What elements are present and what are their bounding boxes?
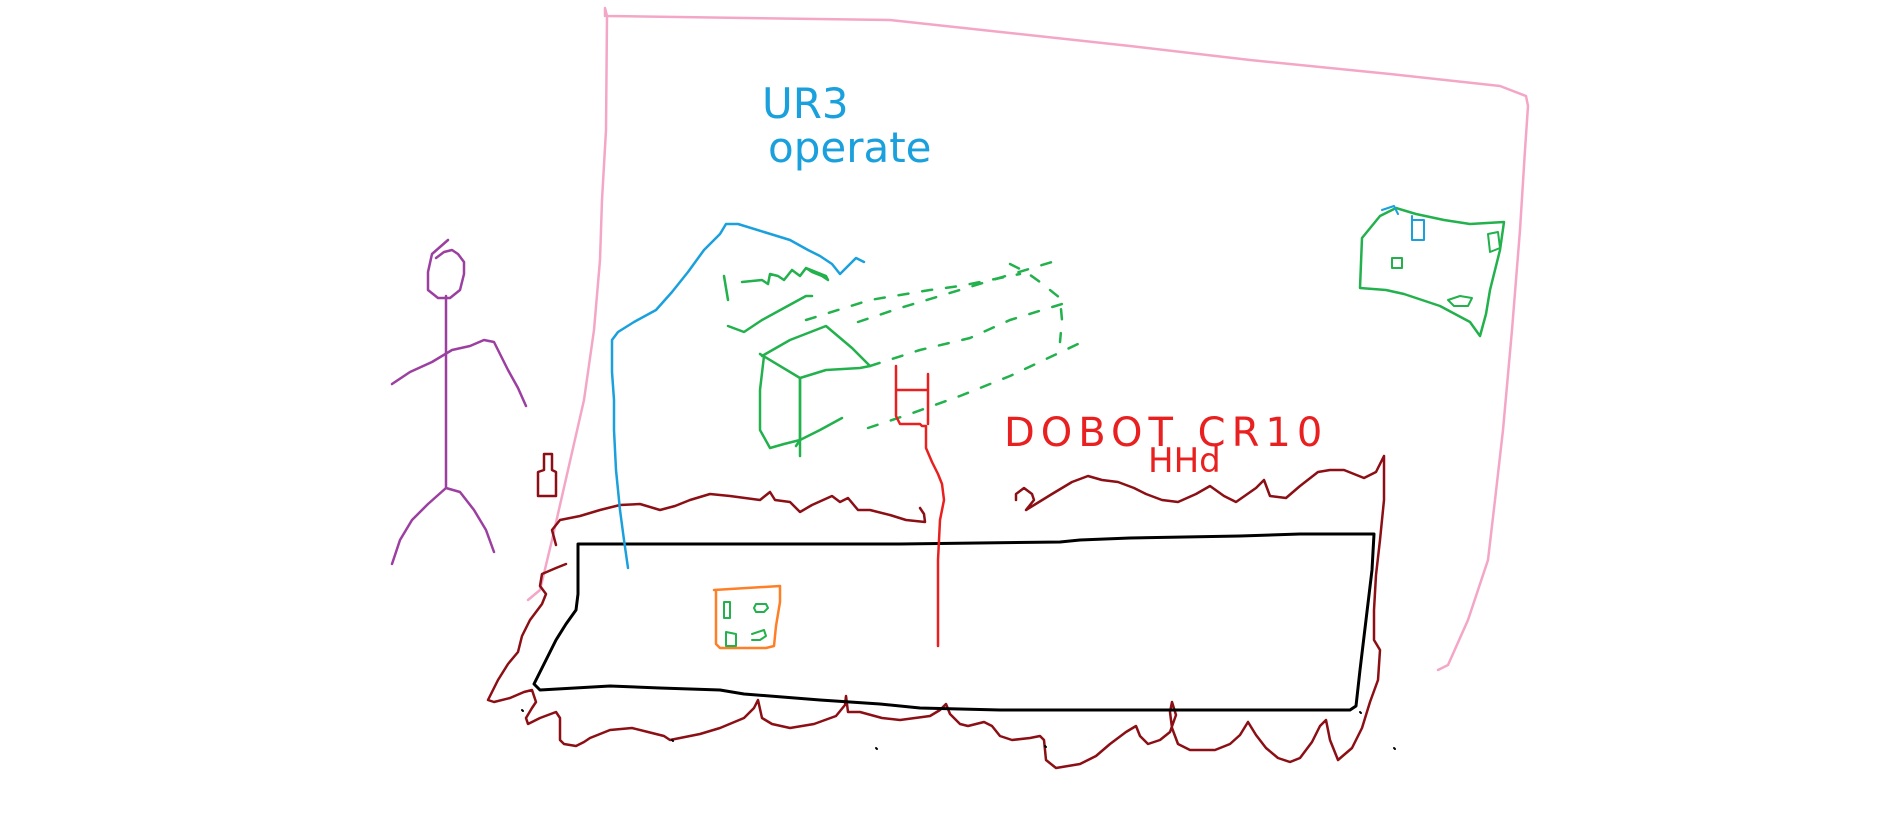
- pink-wall-outline: [603, 6, 1530, 672]
- ur3-robot-arm: [610, 222, 866, 570]
- ur3-label-line2: operate: [768, 123, 932, 172]
- stick-figure: [390, 238, 528, 566]
- dobot-label-line2: HHd: [1148, 441, 1221, 481]
- stick-figure-legs: [390, 486, 496, 566]
- green-panel-right: [1358, 205, 1506, 338]
- dobot-label-line1: DOBOT CR10: [1004, 410, 1328, 456]
- table-top: [532, 532, 1376, 712]
- stray-dots: [521, 709, 1396, 750]
- ur3-label-line1: UR3: [762, 79, 849, 128]
- small-maroon-object: [536, 452, 558, 498]
- dobot-robot-arm: [894, 364, 946, 648]
- pink-wall-left-edge: [526, 14, 609, 602]
- maroon-wavy-outline: [486, 454, 1386, 770]
- stick-figure-arms: [390, 338, 528, 408]
- orange-fixture-on-table: [712, 584, 782, 650]
- stick-figure-head: [426, 238, 466, 300]
- green-cube-and-rail: [722, 260, 1080, 458]
